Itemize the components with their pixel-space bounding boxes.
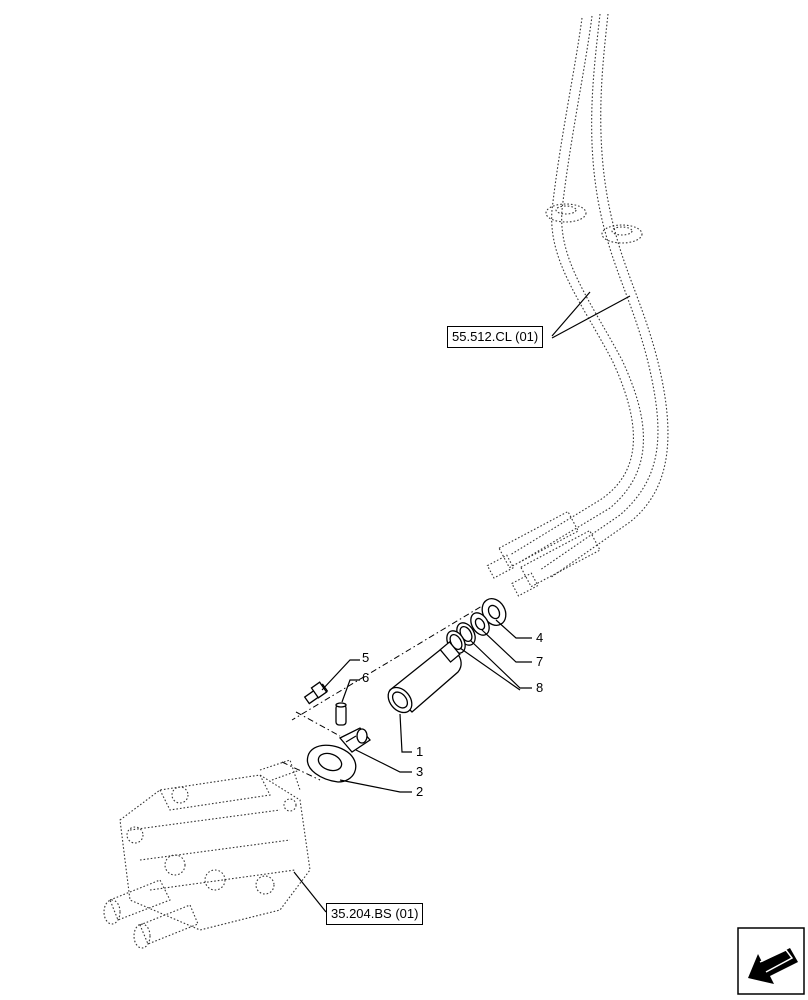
assembly-axis — [291, 599, 493, 721]
callout-4: 4 — [536, 630, 543, 645]
pin-part-6 — [335, 702, 347, 726]
sleeve-part-1 — [387, 641, 462, 714]
next-page-arrow-icon[interactable] — [737, 927, 805, 995]
callout-3: 3 — [416, 764, 423, 779]
callout-2: 2 — [416, 784, 423, 799]
control-valve-block — [103, 759, 311, 949]
washer-part-7 — [470, 612, 490, 636]
reference-label-lower[interactable]: 35.204.BS (01) — [326, 903, 424, 925]
leader-upper-1 — [551, 291, 591, 337]
callout-6: 6 — [362, 670, 369, 685]
callout-5: 5 — [362, 650, 369, 665]
leader-upper-2 — [551, 295, 631, 339]
leader-lower — [293, 871, 327, 913]
callout-7: 7 — [536, 654, 543, 669]
hydraulic-hoses — [486, 13, 669, 597]
flange-part-2 — [306, 744, 357, 783]
callout-8: 8 — [536, 680, 543, 695]
callout-leaders — [321, 619, 532, 793]
bolt-part-5 — [303, 681, 329, 705]
reference-label-upper[interactable]: 55.512.CL (01) — [447, 326, 544, 348]
callout-1: 1 — [416, 744, 423, 759]
clevis-part-3 — [338, 727, 371, 753]
